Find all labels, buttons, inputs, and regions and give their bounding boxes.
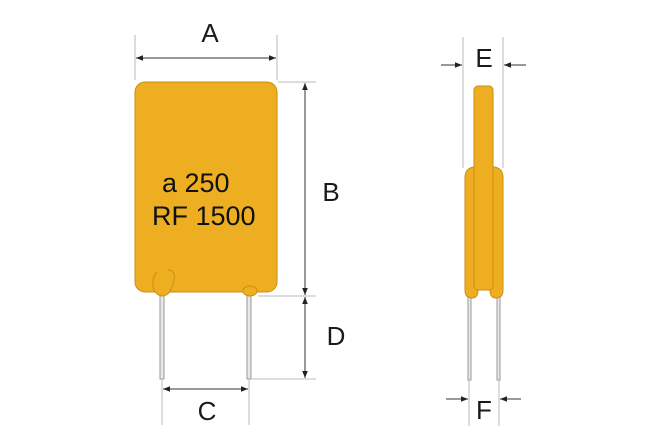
side-front-strip bbox=[473, 85, 494, 291]
dimension-f-label: F bbox=[476, 395, 492, 425]
dimension-d-label: D bbox=[327, 321, 346, 351]
side-view bbox=[464, 85, 504, 381]
dimension-a-label: A bbox=[201, 18, 219, 48]
component-body bbox=[134, 81, 278, 293]
marking-line2: RF 1500 bbox=[152, 201, 256, 231]
right-lead bbox=[246, 287, 252, 380]
side-lead-left bbox=[467, 291, 472, 381]
dimension-c-label: C bbox=[198, 396, 217, 426]
left-lead bbox=[159, 287, 165, 380]
right-lead-blob bbox=[242, 285, 258, 297]
marking-line1: a 250 bbox=[162, 168, 230, 198]
front-view: a 250 RF 1500 bbox=[134, 81, 278, 380]
left-lead-blob bbox=[152, 269, 175, 297]
dimension-e-label: E bbox=[475, 43, 492, 73]
dimension-b-label: B bbox=[322, 177, 339, 207]
side-lead-right bbox=[496, 291, 501, 381]
